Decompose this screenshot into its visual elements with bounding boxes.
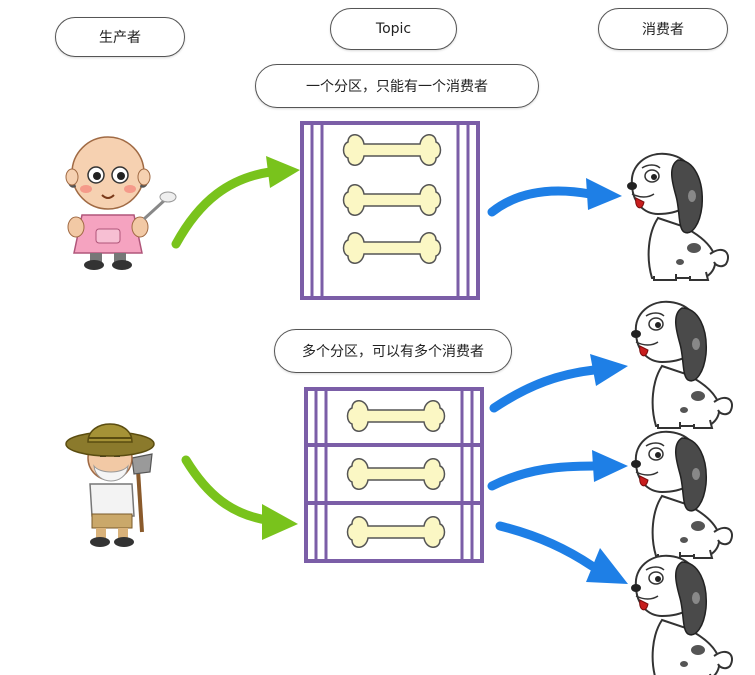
farmer-with-axe-icon (65, 423, 155, 547)
spotted-dog-icon (630, 430, 734, 559)
consumer-arrow-3-head (592, 450, 628, 482)
single-partition-topic (300, 121, 480, 300)
consumer-arrow-2 (489, 365, 599, 413)
producer-arrow-2 (181, 455, 271, 525)
bald-grandpa-icon (65, 136, 177, 270)
producer-header: 生产者 (55, 17, 185, 57)
consumer-arrow-4-head (586, 548, 628, 584)
consumer-header: 消费者 (598, 8, 728, 50)
multi-partition-topic (304, 387, 484, 563)
consumer-arrow-2-head (590, 354, 628, 386)
spotted-dog-icon (630, 300, 734, 429)
consumer-arrow-1 (487, 186, 595, 217)
spotted-dog-icon (626, 152, 730, 281)
consumer-arrow-1-head (586, 178, 622, 210)
producer-arrow-1 (171, 167, 275, 249)
consumer-arrow-4 (495, 521, 597, 571)
spotted-dog-icon (630, 554, 734, 675)
topic-header: Topic (330, 8, 457, 50)
producer-arrow-2-head (262, 504, 298, 540)
multi-partition-note: 多个分区，可以有多个消费者 (274, 329, 512, 373)
single-partition-note: 一个分区，只能有一个消费者 (255, 64, 539, 108)
producer-arrow-1-head (266, 156, 300, 188)
consumer-arrow-3 (487, 461, 599, 491)
